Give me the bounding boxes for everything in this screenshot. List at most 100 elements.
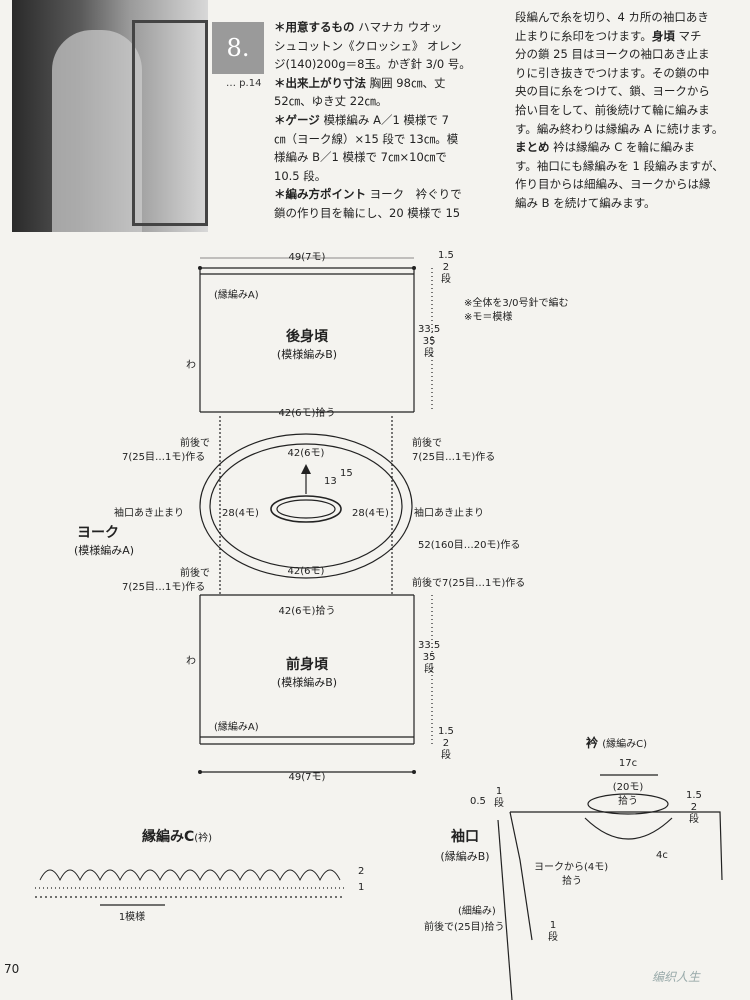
- yoke-make-left: 7(25目…1モ)作る: [122, 452, 206, 463]
- collar-arc: [584, 817, 673, 840]
- col2-line: 拾い目をして、前後続けて輪に編みま: [515, 102, 710, 117]
- yoke-zengo-left2: 前後で: [180, 568, 210, 579]
- note-mo: ※モ＝模様: [464, 312, 513, 323]
- yoke-zengo-right2: 前後で7(25目…1モ)作る: [412, 578, 526, 589]
- sleeve-stop-right: 袖口あき止まり: [414, 508, 484, 519]
- yoke-left-label: 28(4モ): [222, 508, 259, 519]
- cuff-zengo-pick: 前後で(25目)拾う: [424, 922, 505, 933]
- yoke-subtitle: (模様編みA): [73, 544, 135, 557]
- cuff-pick: 拾う: [562, 876, 582, 887]
- yoke-zengo-right: 前後で: [412, 438, 442, 449]
- front-subtitle: (模様編みB): [276, 676, 338, 689]
- yoke-rows-h: 13: [324, 476, 337, 487]
- col1-line: 10.5 段。: [274, 168, 327, 183]
- front-title: 前身頃: [286, 657, 328, 673]
- back-width-label: 49(7モ): [288, 252, 326, 263]
- cuff-outline: [509, 811, 533, 941]
- yoke-rows-n: 15: [340, 468, 353, 479]
- collar-4c: 4c: [656, 850, 668, 861]
- back-subtitle: (模様編みB): [276, 348, 338, 361]
- col2-line: す。編み終わりは縁編み A に続けます。: [515, 121, 724, 136]
- col2-line: りに引き抜きでつけます。その鎖の中: [515, 65, 710, 80]
- col2-line: 止まりに糸印をつけます。身頃 マチ: [515, 28, 702, 43]
- page-reference: … p.14: [226, 78, 262, 89]
- yoke-top-label: 42(6モ): [287, 448, 325, 459]
- page-number: 70: [4, 962, 20, 976]
- edging-row1-label: 1: [358, 882, 365, 893]
- yoke-make-right: 7(25目…1モ)作る: [412, 452, 496, 463]
- col2-line: 分の鎖 25 目はヨークの袖口あき止ま: [515, 47, 710, 62]
- cuff-sc: (細編み): [458, 906, 496, 917]
- collar-pick-oval: [587, 793, 669, 815]
- yoke-mid-oval: [209, 443, 403, 569]
- note-needle: ※全体を3/0号針で編む: [464, 298, 569, 309]
- col2-line: 編み B を続けて編みます。: [515, 195, 656, 210]
- front-wa: わ: [186, 656, 196, 667]
- col1-line: ㎝（ヨーク線）×15 段で 13㎝。模: [274, 131, 459, 146]
- pattern-diagram: 49(7モ) (縁編みA) 後身頃 (模様編みB) わ 42(6モ)拾う 1.5…: [0, 240, 750, 1000]
- edging-title: 縁編みC(衿): [142, 829, 213, 845]
- edging-row2-label: 2: [358, 866, 365, 877]
- neck-oval: [270, 495, 342, 523]
- yoke-zengo-left: 前後で: [180, 438, 210, 449]
- window-frame: [132, 20, 208, 226]
- dim-dot: [198, 770, 202, 774]
- neck-label: 52(160目…20モ)作る: [418, 540, 521, 551]
- col1-line: ＊編み方ポイント ヨーク 衿ぐりで: [274, 187, 462, 202]
- col2-line: 作り目からは細編み、ヨークからは縁: [515, 177, 711, 192]
- col1-line: ＊ゲージ 模様編み A／1 模様で 7: [274, 112, 449, 127]
- edging-repeat: 1模様: [118, 912, 146, 923]
- dim-dot: [412, 266, 416, 270]
- cuff-from-yoke: ヨークから(4モ): [534, 862, 609, 873]
- cuff-h: 0.5: [470, 796, 486, 807]
- col2-line: す。袖口にも縁編みを 1 段編みますが、: [515, 158, 724, 173]
- cuff-title: 袖口: [451, 829, 479, 845]
- edging-scallops: [39, 869, 341, 882]
- pattern-number: 8.: [212, 22, 264, 74]
- back-pick-label: 42(6モ)拾う: [278, 408, 336, 419]
- model-photo: [12, 0, 208, 232]
- col1-line: 鎖の作り目を輪にし、20 模様で 15: [274, 205, 461, 220]
- collar-mo: (20モ): [612, 782, 644, 793]
- back-title: 後身頃: [286, 329, 328, 345]
- yoke-outer-oval: [199, 433, 413, 579]
- dim-dot: [198, 266, 202, 270]
- yoke-right-label: 28(4モ): [352, 508, 389, 519]
- col1-line: ＊用意するもの ハマナカ ウオッ: [274, 20, 443, 34]
- front-border-label: (縁編みA): [214, 722, 259, 733]
- col1-line: 52㎝、ゆき丈 22㎝。: [274, 94, 388, 109]
- col2-line: まとめ 衿は縁編み C を輪に編みま: [515, 140, 695, 155]
- instructions-col2: 段編んで糸を切り、4 カ所の袖口あき 止まりに糸印をつけます。身頃 マチ 分の鎖…: [515, 8, 727, 213]
- cuff-side: [497, 819, 513, 1000]
- neck-inner-oval: [276, 499, 336, 519]
- cuff-subtitle: (縁編みB): [440, 850, 490, 863]
- sleeve-stop-left: 袖口あき止まり: [114, 508, 184, 519]
- yoke-make-left2: 7(25目…1モ)作る: [122, 582, 206, 593]
- watermark: 编织人生: [652, 970, 701, 984]
- dim-dot: [412, 770, 416, 774]
- col1-line: 様編み B／1 模様で 7㎝×10㎝で: [274, 150, 447, 165]
- diagram-lines: [35, 257, 723, 1000]
- back-border-label: (縁編みA): [214, 290, 259, 301]
- collar-pick: 拾う: [618, 796, 638, 807]
- model-figure: [52, 30, 142, 232]
- col2-line: 段編んで糸を切り、4 カ所の袖口あき: [515, 10, 709, 24]
- instructions-col1: ＊用意するもの ハマナカ ウオッ シュコットン《クロッシェ》 オレン ジ(140…: [274, 18, 502, 223]
- col2-line: 央の目に糸をつけて、鎖、ヨークから: [515, 84, 710, 99]
- yoke-title: ヨーク: [77, 525, 119, 541]
- yoke-bottom-label: 42(6モ): [287, 566, 325, 577]
- back-wa: わ: [186, 360, 196, 371]
- col1-line: シュコットン《クロッシェ》 オレン: [274, 38, 462, 53]
- front-pick-label: 42(6モ)拾う: [278, 606, 336, 617]
- front-width-label: 49(7モ): [288, 772, 326, 783]
- col1-line: ジ(140)200g＝8玉。かぎ針 3/0 号。: [274, 57, 471, 72]
- collar-width: 17c: [618, 758, 638, 769]
